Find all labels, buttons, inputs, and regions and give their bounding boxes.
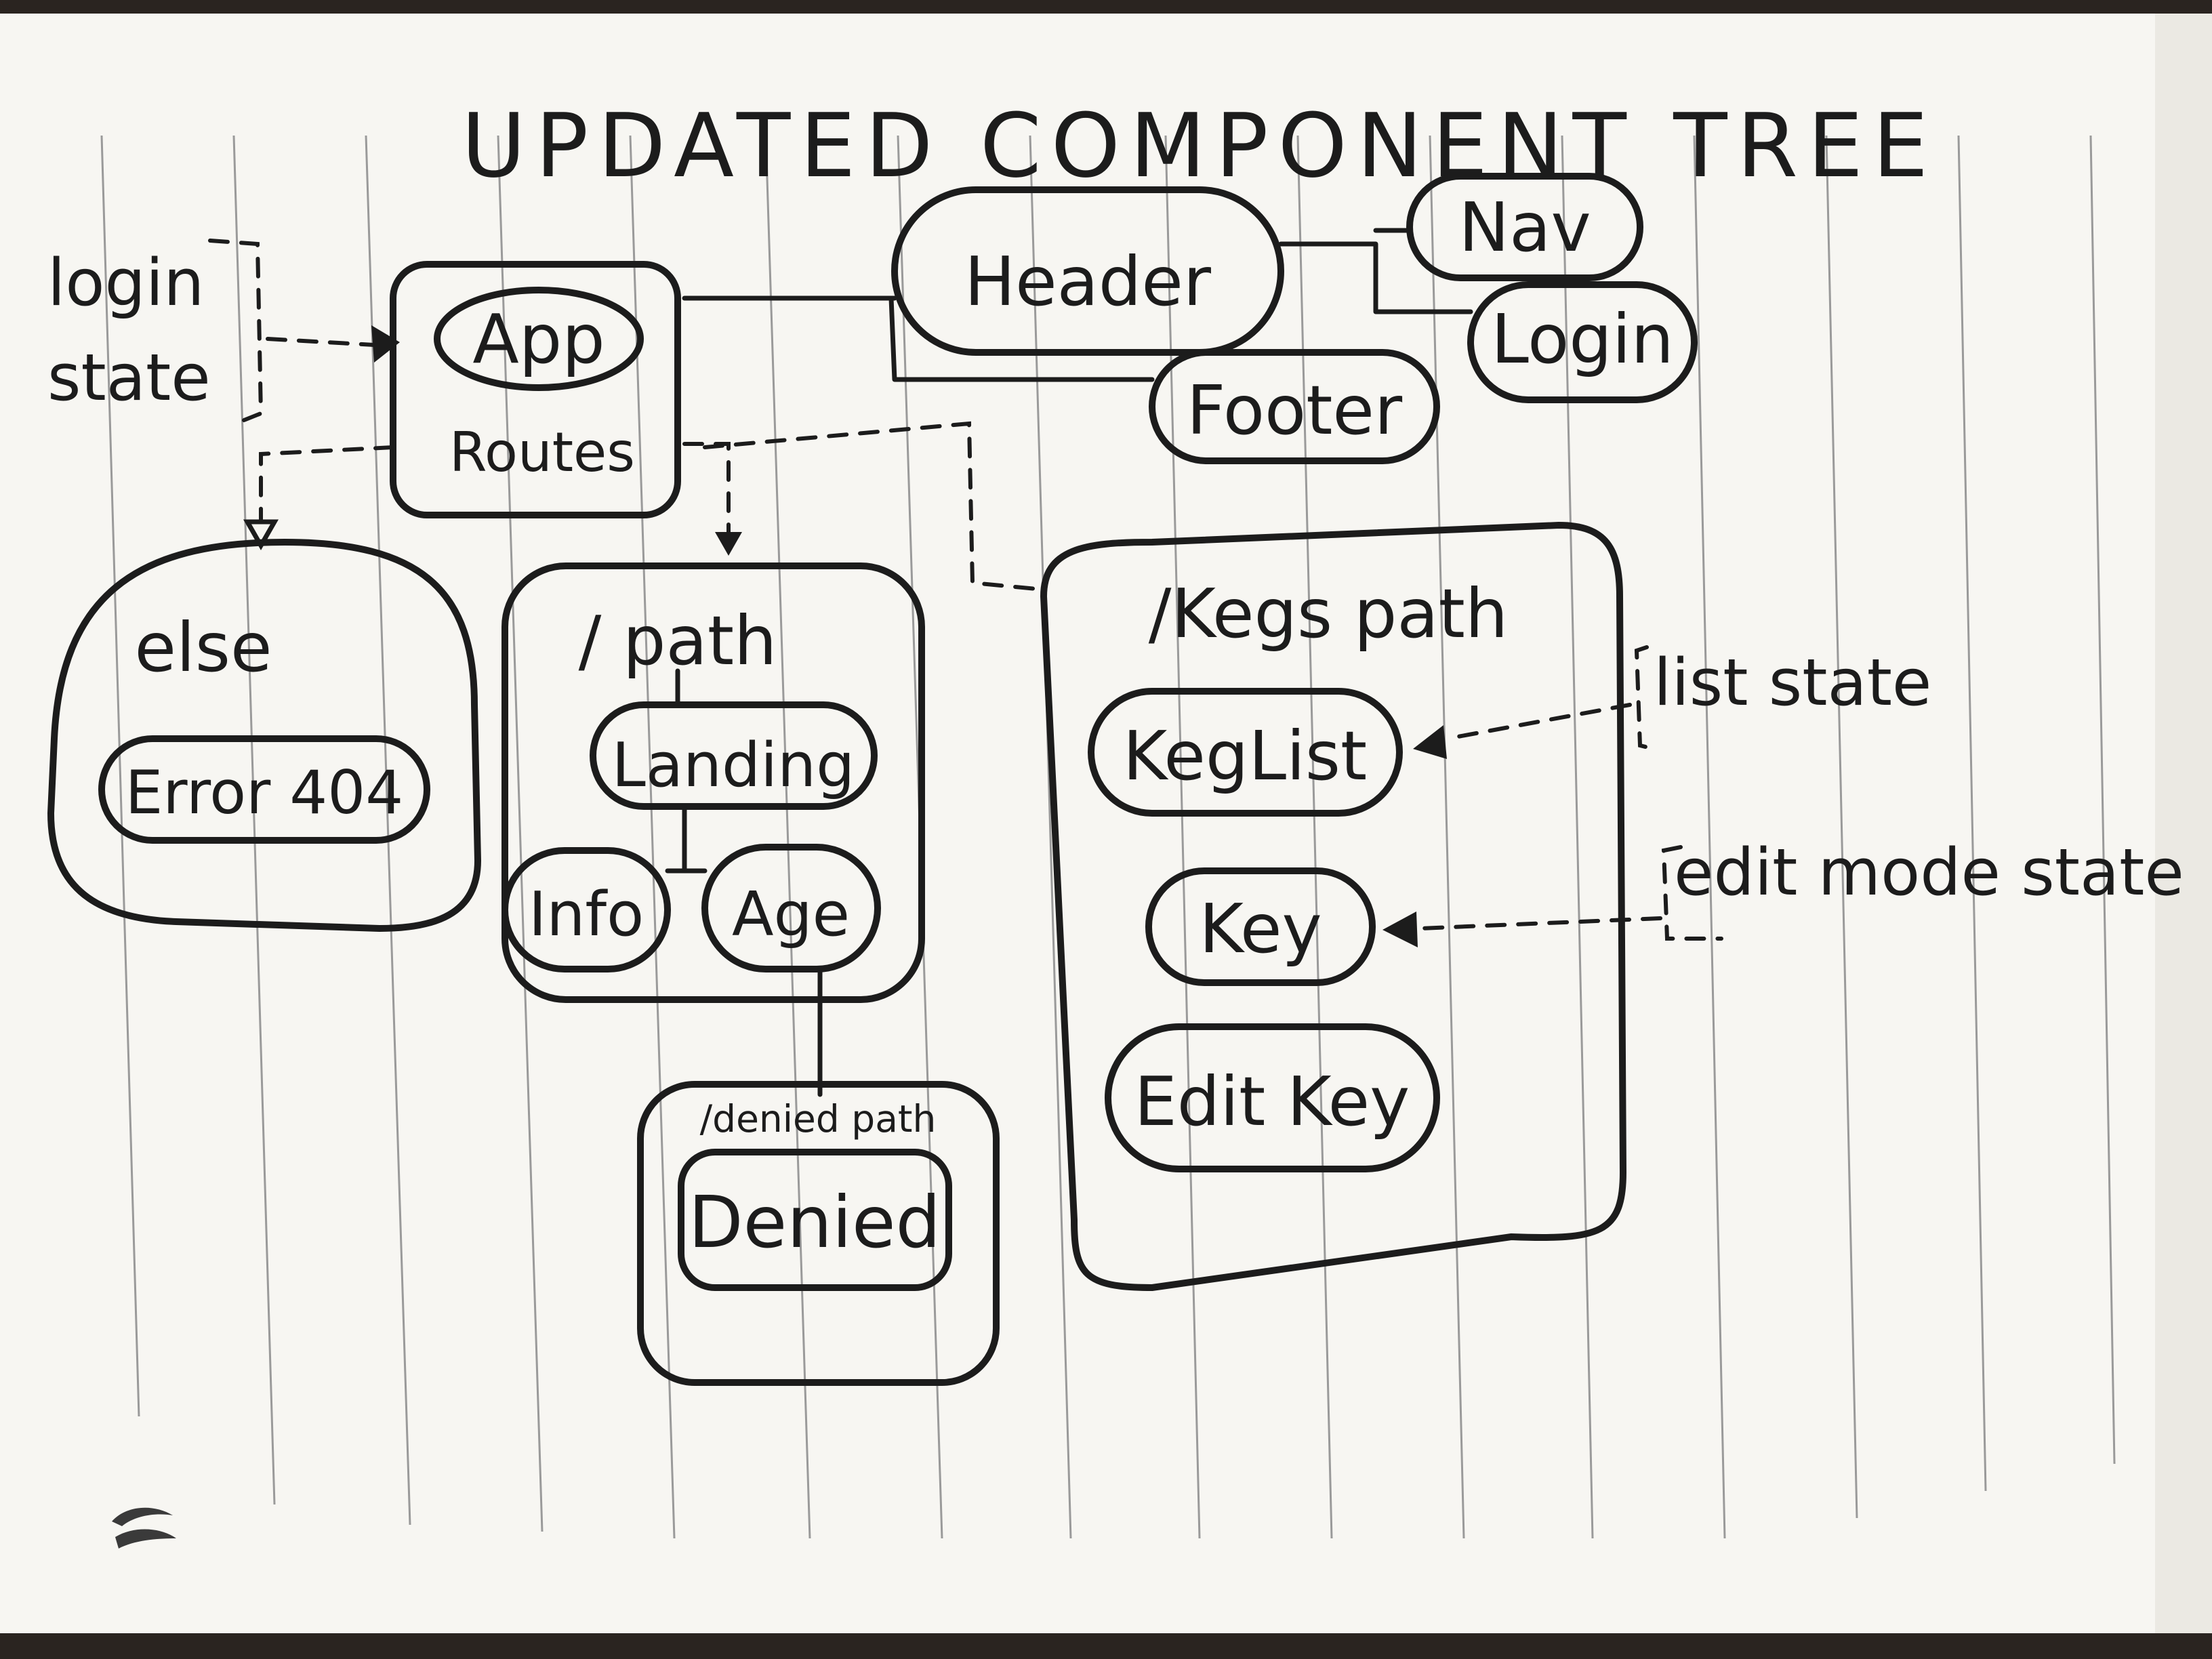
- route-to-else-arrow: [259, 445, 395, 524]
- else-label: else: [135, 608, 272, 687]
- login-state-arrow: [266, 337, 388, 348]
- paper-sheet: [0, 14, 2212, 1633]
- login-node: Login: [1491, 300, 1674, 379]
- header-node: Header: [964, 242, 1212, 321]
- edit-state-arrowhead: [1382, 912, 1418, 947]
- route-to-root-arrow: [682, 442, 731, 537]
- denied-path-box: [637, 1081, 1000, 1386]
- login-state-label-line1: login: [47, 246, 204, 321]
- route-to-kegs-arrow: [703, 421, 1046, 592]
- age-node: Age: [732, 879, 850, 950]
- nav-node: Nav: [1458, 188, 1591, 267]
- landing-node: Landing: [612, 730, 855, 801]
- editkey-node-outline: [1105, 1023, 1440, 1172]
- app-routes-box: [390, 261, 681, 518]
- header-node-outline: [891, 186, 1284, 356]
- app-logo-icon: [112, 1507, 176, 1549]
- route-to-else-arrowhead: [243, 519, 279, 551]
- login-node-outline: [1467, 281, 1698, 403]
- diagram-title: UPDATED COMPONENT TREE: [462, 94, 1938, 197]
- kegs-path-box: [1040, 522, 1626, 1291]
- list-state-arrow: [1445, 703, 1632, 741]
- list-state-bracket: [1634, 645, 1656, 751]
- edit-state-arrow: [1418, 916, 1662, 930]
- login-state-arrowhead: [371, 325, 400, 363]
- root-path-box: [501, 562, 925, 1003]
- edit-mode-state-label: edit mode state: [1674, 836, 2184, 910]
- nav-node-outline: [1406, 173, 1643, 281]
- info-node: Info: [529, 879, 644, 950]
- list-state-arrowhead: [1413, 725, 1447, 759]
- app-node: App: [472, 300, 605, 379]
- footer-node: Footer: [1187, 371, 1403, 450]
- login-state-label-line2: state: [47, 341, 211, 415]
- route-to-root-arrowhead: [715, 532, 742, 556]
- routes-label: Routes: [449, 421, 635, 484]
- error404-node-outline: [98, 735, 430, 844]
- footer-node-outline: [1149, 349, 1440, 464]
- landing-connectors: [665, 668, 823, 1097]
- denied-path-label: /denied path: [700, 1097, 937, 1141]
- root-path-label: / path: [579, 601, 777, 680]
- keglist-node: KegList: [1123, 716, 1367, 796]
- editkey-node: Edit Key: [1134, 1062, 1410, 1141]
- app-node-outline: [434, 287, 644, 391]
- tree-connectors: [682, 228, 1473, 382]
- else-box: [47, 539, 481, 932]
- key-node: Key: [1199, 889, 1322, 968]
- error404-node: Error 404: [125, 758, 403, 827]
- denied-node: Denied: [689, 1181, 941, 1264]
- key-node-outline: [1145, 867, 1376, 986]
- info-node-outline: [501, 847, 671, 972]
- login-state-bracket: [208, 239, 264, 422]
- keglist-node-outline: [1088, 688, 1403, 817]
- paper-shadow: [2155, 14, 2212, 1633]
- edit-state-bracket: [1661, 845, 1723, 941]
- denied-node-outline: [678, 1149, 952, 1291]
- landing-node-outline: [590, 701, 878, 810]
- kegs-path-label: /Kegs path: [1149, 574, 1509, 653]
- list-state-label: list state: [1654, 646, 1931, 720]
- age-node-outline: [701, 844, 881, 972]
